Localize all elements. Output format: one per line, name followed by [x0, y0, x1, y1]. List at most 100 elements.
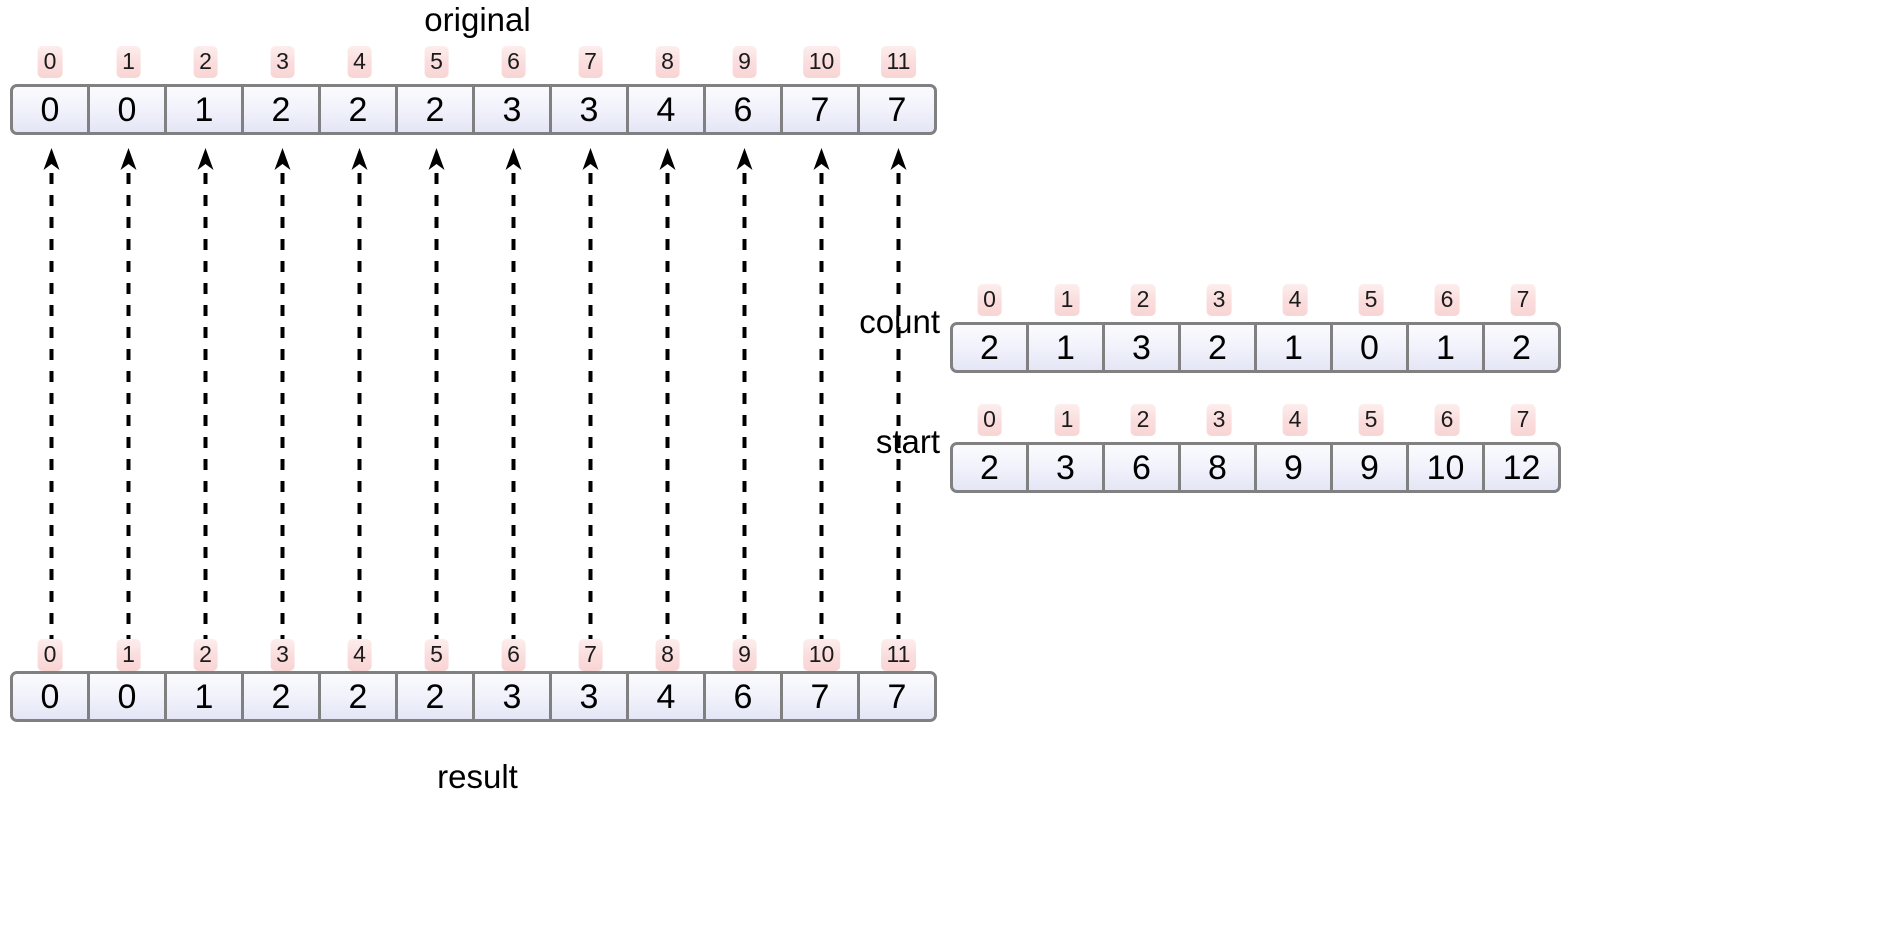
count-cell-value-2: 3: [1102, 322, 1181, 373]
original-cell-value-1: 0: [87, 84, 167, 135]
original-index-badge-10: 10: [802, 46, 841, 78]
original-index-badge-4: 4: [347, 46, 372, 78]
mapping-arrow-3: [274, 148, 291, 668]
result-cell-value-0: 0: [10, 671, 90, 722]
mapping-arrow-11: [890, 148, 907, 668]
mapping-arrow-1: [120, 148, 137, 668]
arrow-head-9: [736, 148, 753, 170]
start-cell-value-0: 2: [950, 442, 1029, 493]
start-index-badge-7: 7: [1510, 404, 1536, 436]
count-index-badge-4: 4: [1282, 284, 1308, 316]
original-cell-value-10: 7: [780, 84, 860, 135]
original-index-badge-0: 0: [37, 46, 63, 78]
result-cell-value-7: 3: [549, 671, 629, 722]
count-array-label: count: [859, 303, 940, 340]
result-cell-value-9: 6: [703, 671, 783, 722]
result-cell-value-3: 2: [241, 671, 321, 722]
count-cell-value-1: 1: [1026, 322, 1105, 373]
original-cell-value-4: 2: [318, 84, 398, 135]
original-cell-value-9: 6: [703, 84, 783, 135]
arrow-head-5: [428, 148, 445, 170]
start-index-badge-0: 0: [977, 404, 1002, 436]
result-index-badge-2: 2: [193, 639, 218, 671]
result-index-badge-3: 3: [270, 639, 295, 671]
original-index-badge-5: 5: [424, 46, 449, 78]
start-cell-value-2: 6: [1102, 442, 1181, 493]
count-index-badge-0: 0: [977, 284, 1002, 316]
original-index-badge-8: 8: [655, 46, 680, 78]
result-index-badge-11: 11: [880, 639, 917, 671]
start-cell-value-3: 8: [1178, 442, 1257, 493]
original-index-badge-11: 11: [880, 46, 917, 78]
original-index-badge-9: 9: [732, 46, 757, 78]
result-index-badge-6: 6: [501, 639, 526, 671]
result-cell-value-5: 2: [395, 671, 475, 722]
count-index-badge-7: 7: [1510, 284, 1536, 316]
result-cell-value-11: 7: [857, 671, 937, 722]
result-index-badge-5: 5: [424, 639, 449, 671]
mapping-arrow-8: [659, 148, 676, 668]
start-index-badge-6: 6: [1434, 404, 1460, 436]
original-cell-value-3: 2: [241, 84, 321, 135]
start-index-badge-5: 5: [1358, 404, 1384, 436]
original-index-badge-6: 6: [501, 46, 526, 78]
arrow-head-0: [43, 148, 60, 170]
count-index-badge-5: 5: [1358, 284, 1384, 316]
original-cell-value-2: 1: [164, 84, 244, 135]
arrow-head-8: [659, 148, 676, 170]
result-index-badge-4: 4: [347, 639, 372, 671]
count-cell-value-0: 2: [950, 322, 1029, 373]
mapping-arrow-6: [505, 148, 522, 668]
result-cell-value-1: 0: [87, 671, 167, 722]
count-index-badge-6: 6: [1434, 284, 1460, 316]
start-index-badge-3: 3: [1206, 404, 1232, 436]
original-index-badge-3: 3: [270, 46, 295, 78]
result-cell-value-10: 7: [780, 671, 860, 722]
start-cell-value-6: 10: [1406, 442, 1485, 493]
mapping-arrow-7: [582, 148, 599, 668]
start-array-label: start: [875, 423, 940, 460]
arrow-head-10: [813, 148, 830, 170]
start-cell-value-7: 12: [1482, 442, 1561, 493]
result-cell-value-6: 3: [472, 671, 552, 722]
arrow-head-11: [890, 148, 907, 170]
original-cell-value-11: 7: [857, 84, 937, 135]
count-index-badge-1: 1: [1054, 284, 1080, 316]
count-index-badge-2: 2: [1130, 284, 1156, 316]
original-cell-value-0: 0: [10, 84, 90, 135]
arrow-head-2: [197, 148, 214, 170]
mapping-arrow-9: [736, 148, 753, 668]
result-index-badge-0: 0: [37, 639, 63, 671]
start-index-badge-1: 1: [1054, 404, 1080, 436]
